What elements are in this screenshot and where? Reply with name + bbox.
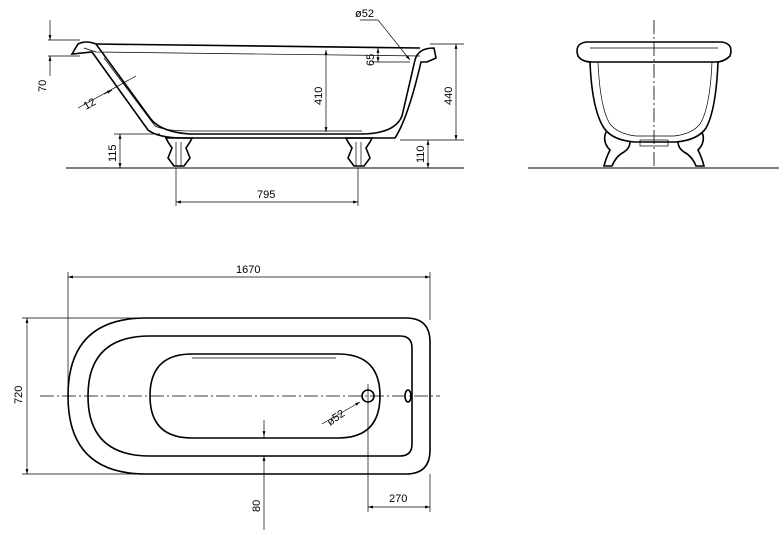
dim-drain-diameter: ø52	[325, 408, 347, 429]
dim-drain-offset-side: 80	[251, 500, 263, 512]
end-body	[589, 61, 719, 143]
overflow-icon	[404, 389, 412, 403]
plan-inner-outline	[87, 335, 413, 457]
rim-top-line	[95, 43, 421, 49]
end-rim	[576, 41, 732, 63]
plan-view: 1670 720 ø52 80 270	[13, 264, 440, 530]
right-foot	[344, 137, 374, 167]
end-left-foot	[602, 131, 631, 167]
dim-feet-spacing: 795	[257, 189, 275, 201]
dim-overflow-diameter: ø52	[355, 8, 374, 20]
end-right-foot	[677, 131, 706, 167]
dim-total-height: 440	[443, 87, 455, 105]
inner-rim-line	[83, 47, 421, 57]
inner-bottom-line	[103, 57, 362, 132]
dim-rim-width: 70	[37, 80, 49, 92]
side-view: 70 12 410 65 ø52 440 115 110 795	[37, 8, 464, 206]
dim-inner-depth: 410	[313, 87, 325, 105]
dim-wall-thickness: 12	[82, 96, 99, 113]
tub-side-outline	[70, 41, 437, 139]
dim-length: 1670	[236, 264, 260, 276]
dim-feet-height-left: 115	[107, 144, 119, 162]
end-view	[528, 20, 779, 169]
dim-drain-offset-end: 270	[389, 493, 407, 505]
dim-feet-height-right: 110	[415, 145, 427, 163]
left-foot	[164, 137, 194, 167]
plan-outer-outline	[67, 317, 431, 475]
dim-overflow-height: 65	[365, 54, 377, 66]
dim-width: 720	[13, 386, 25, 404]
plan-basin	[149, 353, 381, 439]
